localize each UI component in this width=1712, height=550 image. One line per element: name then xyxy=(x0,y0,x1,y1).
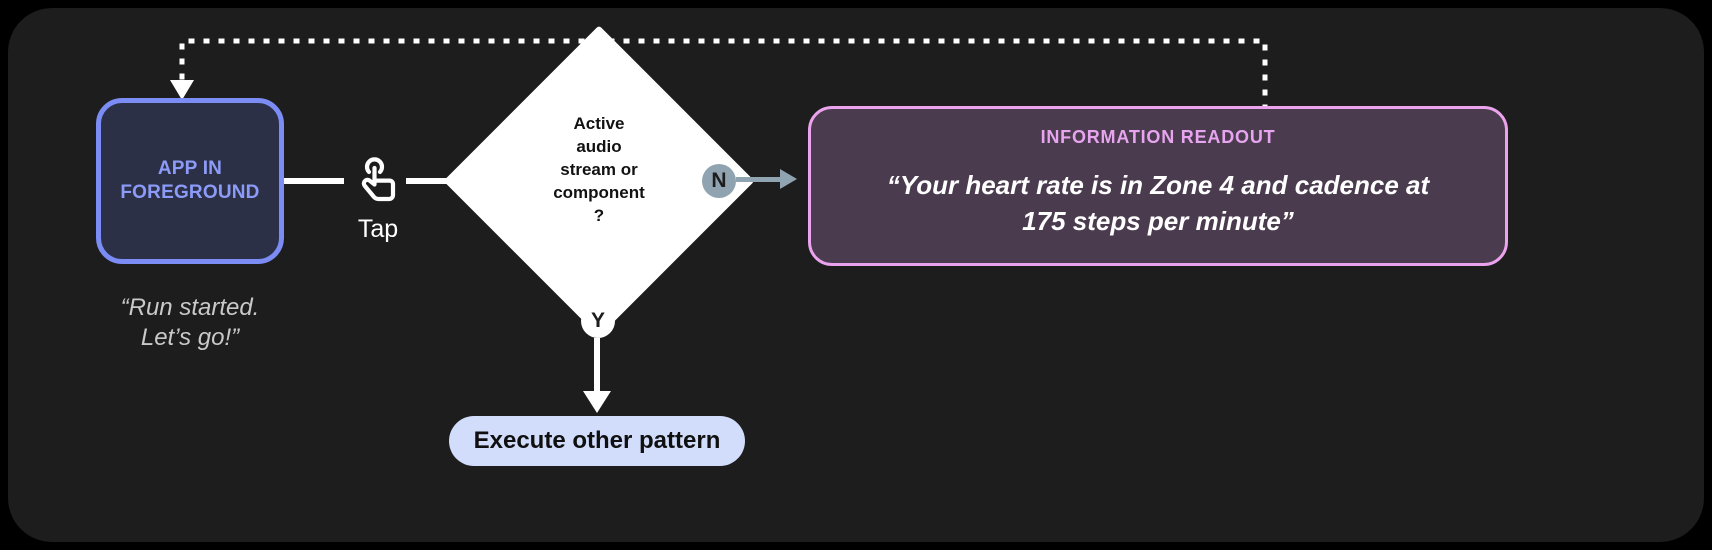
connector-yes-to-pill xyxy=(594,338,600,396)
feedback-loop-path xyxy=(170,38,1268,111)
tap-gesture-icon xyxy=(348,152,406,210)
app-caption-line2: Let’s go!” xyxy=(140,324,240,352)
readout-body-line1: “Your heart rate is in Zone 4 and cadenc… xyxy=(886,170,1430,200)
decision-label: Active audio stream or component ? xyxy=(515,113,683,228)
branch-badge-no: N xyxy=(702,164,736,198)
decision-line3: stream or xyxy=(560,159,638,179)
connector-app-to-tap xyxy=(284,178,344,184)
information-readout-panel[interactable]: INFORMATION READOUT “Your heart rate is … xyxy=(808,106,1508,266)
branch-badge-yes: Y xyxy=(581,304,615,338)
connector-stub-yes xyxy=(595,289,600,305)
readout-title: INFORMATION READOUT xyxy=(1040,127,1276,147)
decision-diamond[interactable]: Active audio stream or component ? xyxy=(443,25,755,337)
decision-line1: Active xyxy=(573,114,625,133)
arrowhead-to-readout xyxy=(780,169,797,189)
tap-label: Tap xyxy=(357,215,399,243)
connector-no-to-readout xyxy=(736,177,786,182)
readout-body: “Your heart rate is in Zone 4 and cadenc… xyxy=(841,168,1475,240)
decision-line2: audio xyxy=(576,136,622,156)
connector-stub-no xyxy=(692,178,704,182)
app-in-foreground-node[interactable]: APP IN FOREGROUND xyxy=(96,98,284,264)
execute-other-pattern-button[interactable]: Execute other pattern xyxy=(449,416,745,466)
execute-pill-label: Execute other pattern xyxy=(473,427,721,454)
decision-line5: ? xyxy=(593,205,605,225)
diagram-canvas: APP IN FOREGROUND “Run started. Let’s go… xyxy=(8,8,1704,542)
app-node-caption: “Run started. Let’s go!” xyxy=(78,293,302,354)
arrowhead-to-pill xyxy=(583,391,611,413)
app-node-label-line1: APP IN xyxy=(157,157,223,179)
decision-line4: component xyxy=(553,182,645,202)
readout-body-line2: 175 steps per minute” xyxy=(1022,205,1294,236)
app-node-label: APP IN FOREGROUND xyxy=(120,157,259,206)
app-node-label-line2: FOREGROUND xyxy=(120,182,260,203)
app-caption-line1: “Run started. xyxy=(120,294,260,321)
